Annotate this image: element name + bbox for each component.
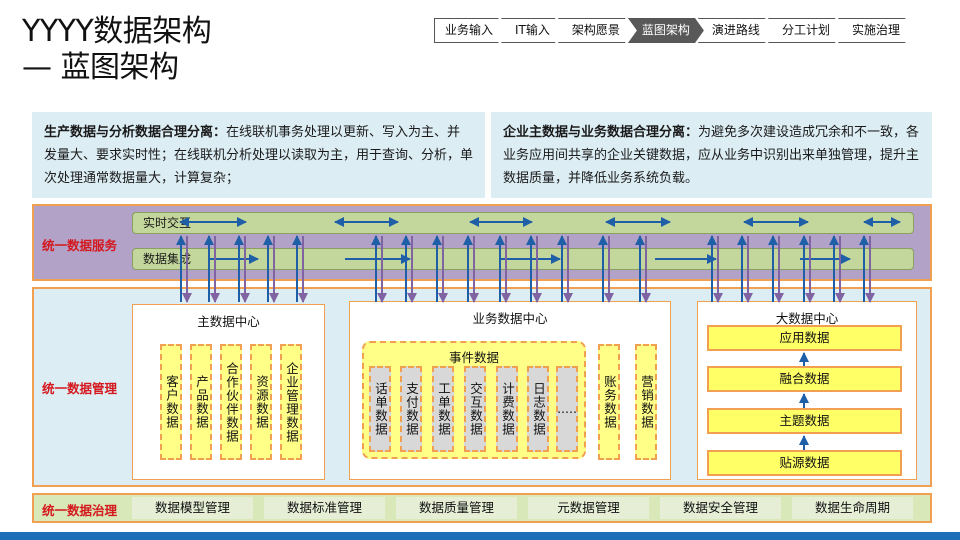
event-item-ticket: 工单数据 [432, 366, 454, 452]
gov-item-quality: 数据质量管理 [396, 497, 517, 519]
master-item-customer: 客户数据 [160, 344, 182, 460]
breadcrumb-item-vision[interactable]: 架构愿景 [558, 18, 634, 43]
bigdata-layer-application: 应用数据 [707, 325, 902, 351]
service-band-label: 统一数据服务 [42, 238, 118, 253]
bigdata-center-title: 大数据中心 [775, 311, 839, 326]
business-item-marketing: 营销数据 [635, 344, 657, 460]
bigdata-layer-source: 贴源数据 [707, 450, 902, 476]
breadcrumb-item-roadmap[interactable]: 演进路线 [698, 18, 774, 43]
page-title-main: YYYY数据架构 [22, 14, 212, 49]
event-item-call-record: 话单数据 [369, 366, 391, 452]
event-item-interaction: 交互数据 [464, 366, 486, 452]
breadcrumb-item-business-input[interactable]: 业务输入 [434, 18, 507, 43]
breadcrumb-item-blueprint[interactable]: 蓝图架构 [628, 18, 704, 43]
gov-item-metadata: 元数据管理 [528, 497, 649, 519]
bigdata-layer-fusion: 融合数据 [707, 366, 902, 392]
event-item-log: 日志数据 [527, 366, 549, 452]
breadcrumb: 业务输入 IT输入 架构愿景 蓝图架构 演进路线 分工计划 实施治理 [434, 18, 908, 43]
principle-right-text: 为避免多次建设造成冗余和不一致，各业务应用间共享的企业关键数据，应从业务中识别出… [503, 125, 920, 186]
event-item-payment: 支付数据 [400, 366, 422, 452]
master-item-product: 产品数据 [190, 344, 212, 460]
event-item-billing: 计费数据 [496, 366, 518, 452]
master-item-resource: 资源数据 [250, 344, 272, 460]
master-data-center-title: 主数据中心 [197, 314, 260, 329]
breadcrumb-item-plan[interactable]: 分工计划 [768, 18, 844, 43]
business-data-center-title: 业务数据中心 [472, 311, 548, 326]
footer-stripe [0, 532, 960, 540]
page-title: YYYY数据架构 — 蓝图架构 [22, 14, 212, 86]
governance-band-label: 统一数据治理 [42, 503, 118, 518]
gov-item-standard: 数据标准管理 [264, 497, 385, 519]
principle-left: 生产数据与分析数据合理分离：在线联机事务处理以更新、写入为主、并发量大、要求实时… [32, 112, 485, 198]
gov-item-security: 数据安全管理 [660, 497, 781, 519]
master-item-enterprise: 企业管理数据 [280, 344, 302, 460]
principle-right: 企业主数据与业务数据合理分离：为避免多次建设造成冗余和不一致，各业务应用间共享的… [491, 112, 932, 198]
gov-item-lifecycle: 数据生命周期 [792, 497, 913, 519]
page-title-sub: — 蓝图架构 [22, 50, 179, 85]
breadcrumb-item-it-input[interactable]: IT输入 [501, 18, 564, 43]
principle-left-heading: 生产数据与分析数据合理分离： [44, 125, 227, 140]
business-item-accounting: 账务数据 [598, 344, 620, 460]
bigdata-layer-subject: 主题数据 [707, 408, 902, 434]
principle-left-text: 在线联机事务处理以更新、写入为主、并发量大、要求实时性；在线联机分析处理以读取为… [44, 125, 474, 186]
event-item-more: ..... [556, 366, 578, 452]
management-band-label: 统一数据管理 [42, 381, 118, 396]
realtime-bar: 实时交互 [132, 212, 914, 234]
gov-item-model: 数据模型管理 [132, 497, 253, 519]
master-item-partner: 合作伙伴数据 [220, 344, 242, 460]
principle-right-heading: 企业主数据与业务数据合理分离： [503, 125, 699, 140]
integration-bar: 数据集成 [132, 248, 914, 270]
breadcrumb-item-governance[interactable]: 实施治理 [838, 18, 914, 43]
event-data-title: 事件数据 [448, 350, 499, 365]
